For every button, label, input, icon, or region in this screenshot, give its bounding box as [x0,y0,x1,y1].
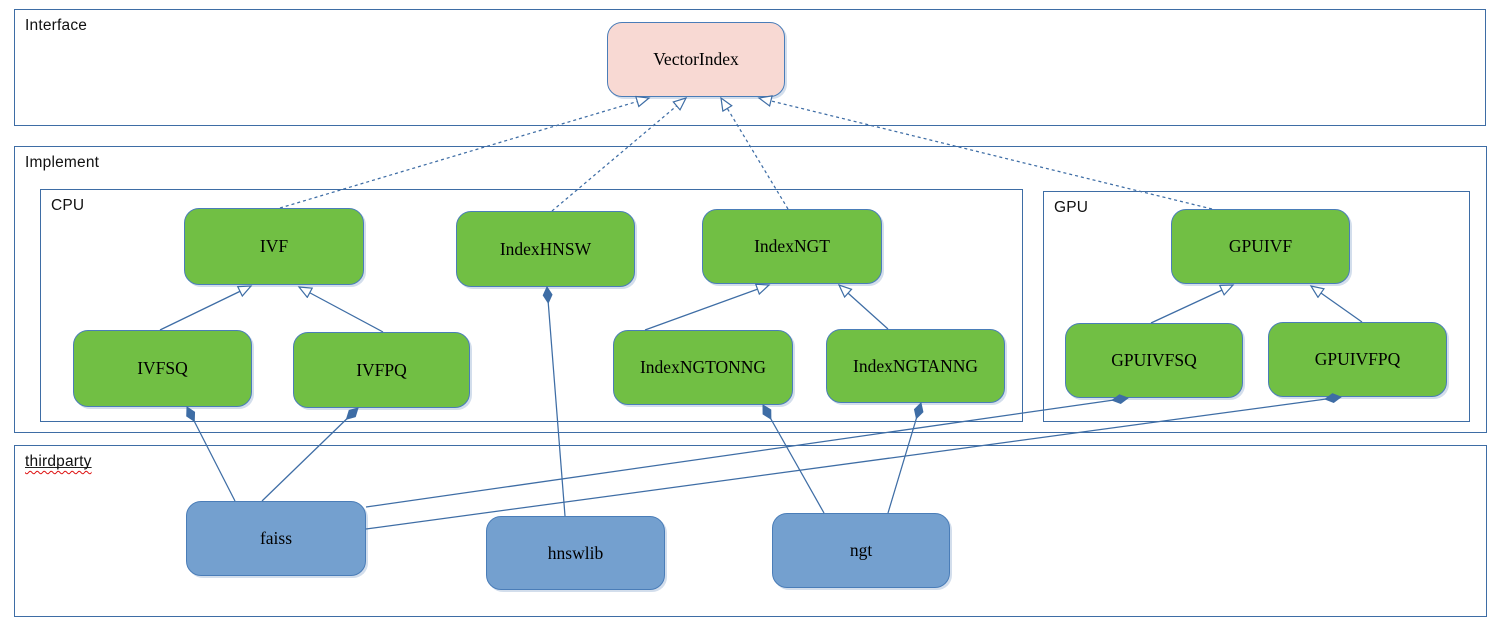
node-label-ngt: ngt [849,540,873,560]
node-indexngtonng: IndexNGTONNG [613,330,793,405]
node-vectorindex: VectorIndex [607,22,785,97]
node-label-indexhnsw: IndexHNSW [499,238,592,259]
node-faiss: faiss [186,501,366,576]
node-label-ivf: IVF [259,236,289,256]
node-label-gpuivf: GPUIVF [1228,236,1293,256]
node-ivfsq: IVFSQ [73,330,252,407]
section-label-text-gpu: GPU [1054,199,1089,216]
node-label-gpuivfsq: GPUIVFSQ [1111,350,1197,370]
node-label-indexngt: IndexNGT [754,236,830,256]
node-label-indexngtanng: IndexNGTANNG [853,355,978,376]
node-indexhnsw: IndexHNSW [456,211,635,287]
node-gpuivf: GPUIVF [1171,209,1350,284]
section-label-text-interface: Interface [25,17,88,34]
section-label-gpu: GPU [1054,199,1088,217]
node-indexngt: IndexNGT [702,209,882,284]
section-label-text-implement: Implement [25,154,100,171]
node-label-hnswlib: hnswlib [547,542,604,563]
node-gpuivfpq: GPUIVFPQ [1268,322,1447,397]
node-label-ivfpq: IVFPQ [356,359,407,380]
node-ngt: ngt [772,513,950,588]
node-gpuivfsq: GPUIVFSQ [1065,323,1243,398]
section-label-text-thirdparty: thirdparty [25,453,92,470]
node-ivf: IVF [184,208,364,285]
node-label-faiss: faiss [259,528,293,548]
node-label-ivfsq: IVFSQ [137,358,188,378]
section-label-text-cpu: CPU [51,197,85,214]
node-label-vectorindex: VectorIndex [653,49,739,69]
node-label-indexngtonng: IndexNGTONNG [639,357,767,377]
section-label-interface: Interface [25,17,87,35]
node-ivfpq: IVFPQ [293,332,470,408]
section-label-implement: Implement [25,154,99,172]
node-hnswlib: hnswlib [486,516,665,590]
node-label-gpuivfpq: GPUIVFPQ [1314,349,1401,369]
section-label-thirdparty: thirdparty [25,453,92,471]
node-indexngtanng: IndexNGTANNG [826,329,1005,403]
section-label-cpu: CPU [51,197,84,215]
